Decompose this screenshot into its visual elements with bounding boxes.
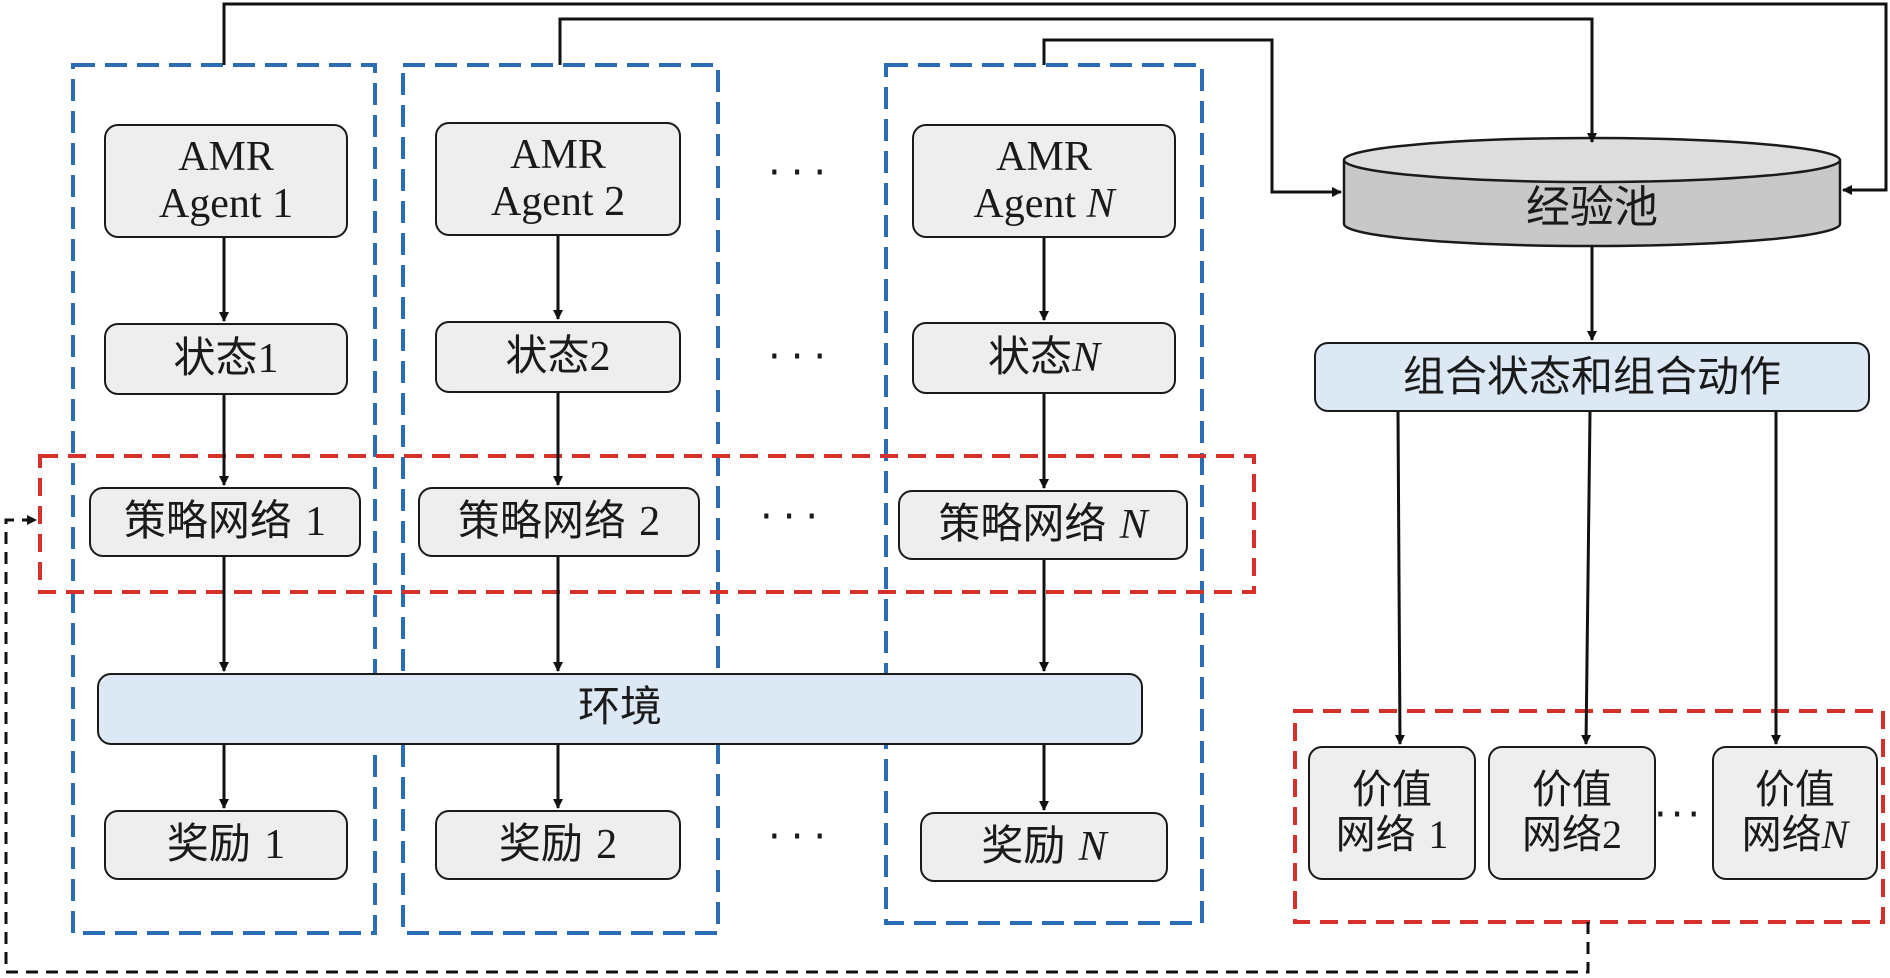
- state-label: 状态: [173, 333, 258, 383]
- ellipsis-value-networks: ···: [1654, 792, 1705, 838]
- experience-pool-cylinder: [1342, 136, 1842, 248]
- value-network-line1: 价值: [1352, 767, 1432, 814]
- reward-index-label: 1: [264, 822, 286, 869]
- policy-networks-frame: [38, 454, 1256, 594]
- value-network-index-label: N: [1821, 812, 1849, 857]
- agent-type-label: AMR: [510, 131, 606, 178]
- state-index-label: 2: [589, 334, 611, 381]
- feedback-line-agent-n: [1042, 38, 1342, 197]
- state-node-n: 状态N: [912, 322, 1176, 394]
- state-label: 状态: [505, 331, 590, 381]
- agent-index-label: N: [1086, 181, 1115, 227]
- environment-box: 环境: [97, 673, 1143, 745]
- agent-name-label: Agent: [490, 179, 605, 225]
- value-network-index-label: 2: [1602, 812, 1622, 857]
- ellipsis-policies: ···: [760, 494, 829, 540]
- reward-label: 奖励: [981, 821, 1079, 871]
- policy-network-index-label: N: [1119, 502, 1148, 549]
- policy-network-label: 策略网络: [123, 496, 306, 546]
- agent-index-label: 2: [604, 179, 626, 225]
- joint-state-action-label: 组合状态和组合动作: [1402, 352, 1781, 402]
- state-label: 状态: [987, 332, 1072, 382]
- policy-network-label: 策略网络: [938, 499, 1120, 549]
- policy-network-label: 策略网络: [457, 496, 640, 546]
- experience-pool-label: 经验池: [1526, 182, 1658, 233]
- agent-group-frame-1: [71, 63, 377, 935]
- ellipsis-rewards: ···: [768, 814, 837, 860]
- policy-network-index-label: 1: [305, 499, 327, 546]
- value-network-line2: 网络: [1522, 812, 1602, 858]
- feedback-line-agent-2: [558, 17, 1597, 143]
- ellipsis-states: ···: [768, 334, 837, 380]
- policy-network-node-n: 策略网络 N: [898, 490, 1188, 560]
- joint-to-value-1-arrow: [1394, 411, 1405, 745]
- policy-network-node-2: 策略网络 2: [418, 487, 700, 557]
- value-network-node-1: 价值网络 1: [1308, 746, 1476, 880]
- value-network-node-n: 价值网络N: [1712, 746, 1878, 880]
- reward-index-label: N: [1078, 824, 1107, 871]
- state-node-1: 状态1: [104, 323, 348, 395]
- agent-name-label: Agent: [158, 181, 273, 227]
- reward-node-2: 奖励 2: [435, 810, 681, 880]
- reward-node-n: 奖励 N: [920, 812, 1168, 882]
- value-network-line2: 网络: [1335, 812, 1429, 858]
- value-network-line2: 网络: [1741, 812, 1822, 858]
- agent-group-frame-2: [401, 63, 720, 935]
- policy-network-node-1: 策略网络 1: [89, 487, 361, 557]
- reward-node-1: 奖励 1: [104, 810, 348, 880]
- ellipsis-agents: ···: [768, 150, 837, 196]
- agent-index-label: 1: [272, 181, 294, 227]
- feedback-line-agent-1: [222, 2, 1888, 195]
- agent-column-arrows: [219, 236, 1049, 811]
- agent-name-label: Agent: [973, 181, 1087, 227]
- agent-group-frame-n: [884, 63, 1204, 925]
- state-index-label: N: [1072, 335, 1101, 382]
- environment-label: 环境: [577, 685, 662, 732]
- agent-type-label: AMR: [178, 133, 274, 180]
- reward-index-label: 2: [596, 822, 618, 869]
- value-to-policy-feedback: [4, 515, 1590, 974]
- value-network-line1: 价值: [1755, 767, 1835, 814]
- value-network-index-label: 1: [1428, 812, 1449, 857]
- joint-to-value-2-arrow: [1581, 411, 1592, 745]
- state-index-label: 1: [257, 336, 279, 383]
- state-node-2: 状态2: [435, 321, 681, 393]
- agent-type-label: AMR: [996, 133, 1092, 180]
- joint-state-action-box: 组合状态和组合动作: [1314, 342, 1870, 412]
- policy-network-index-label: 2: [639, 499, 661, 546]
- reward-label: 奖励: [498, 819, 597, 869]
- reward-label: 奖励: [166, 819, 265, 869]
- value-network-node-2: 价值网络2: [1488, 746, 1656, 880]
- value-network-line1: 价值: [1532, 767, 1612, 814]
